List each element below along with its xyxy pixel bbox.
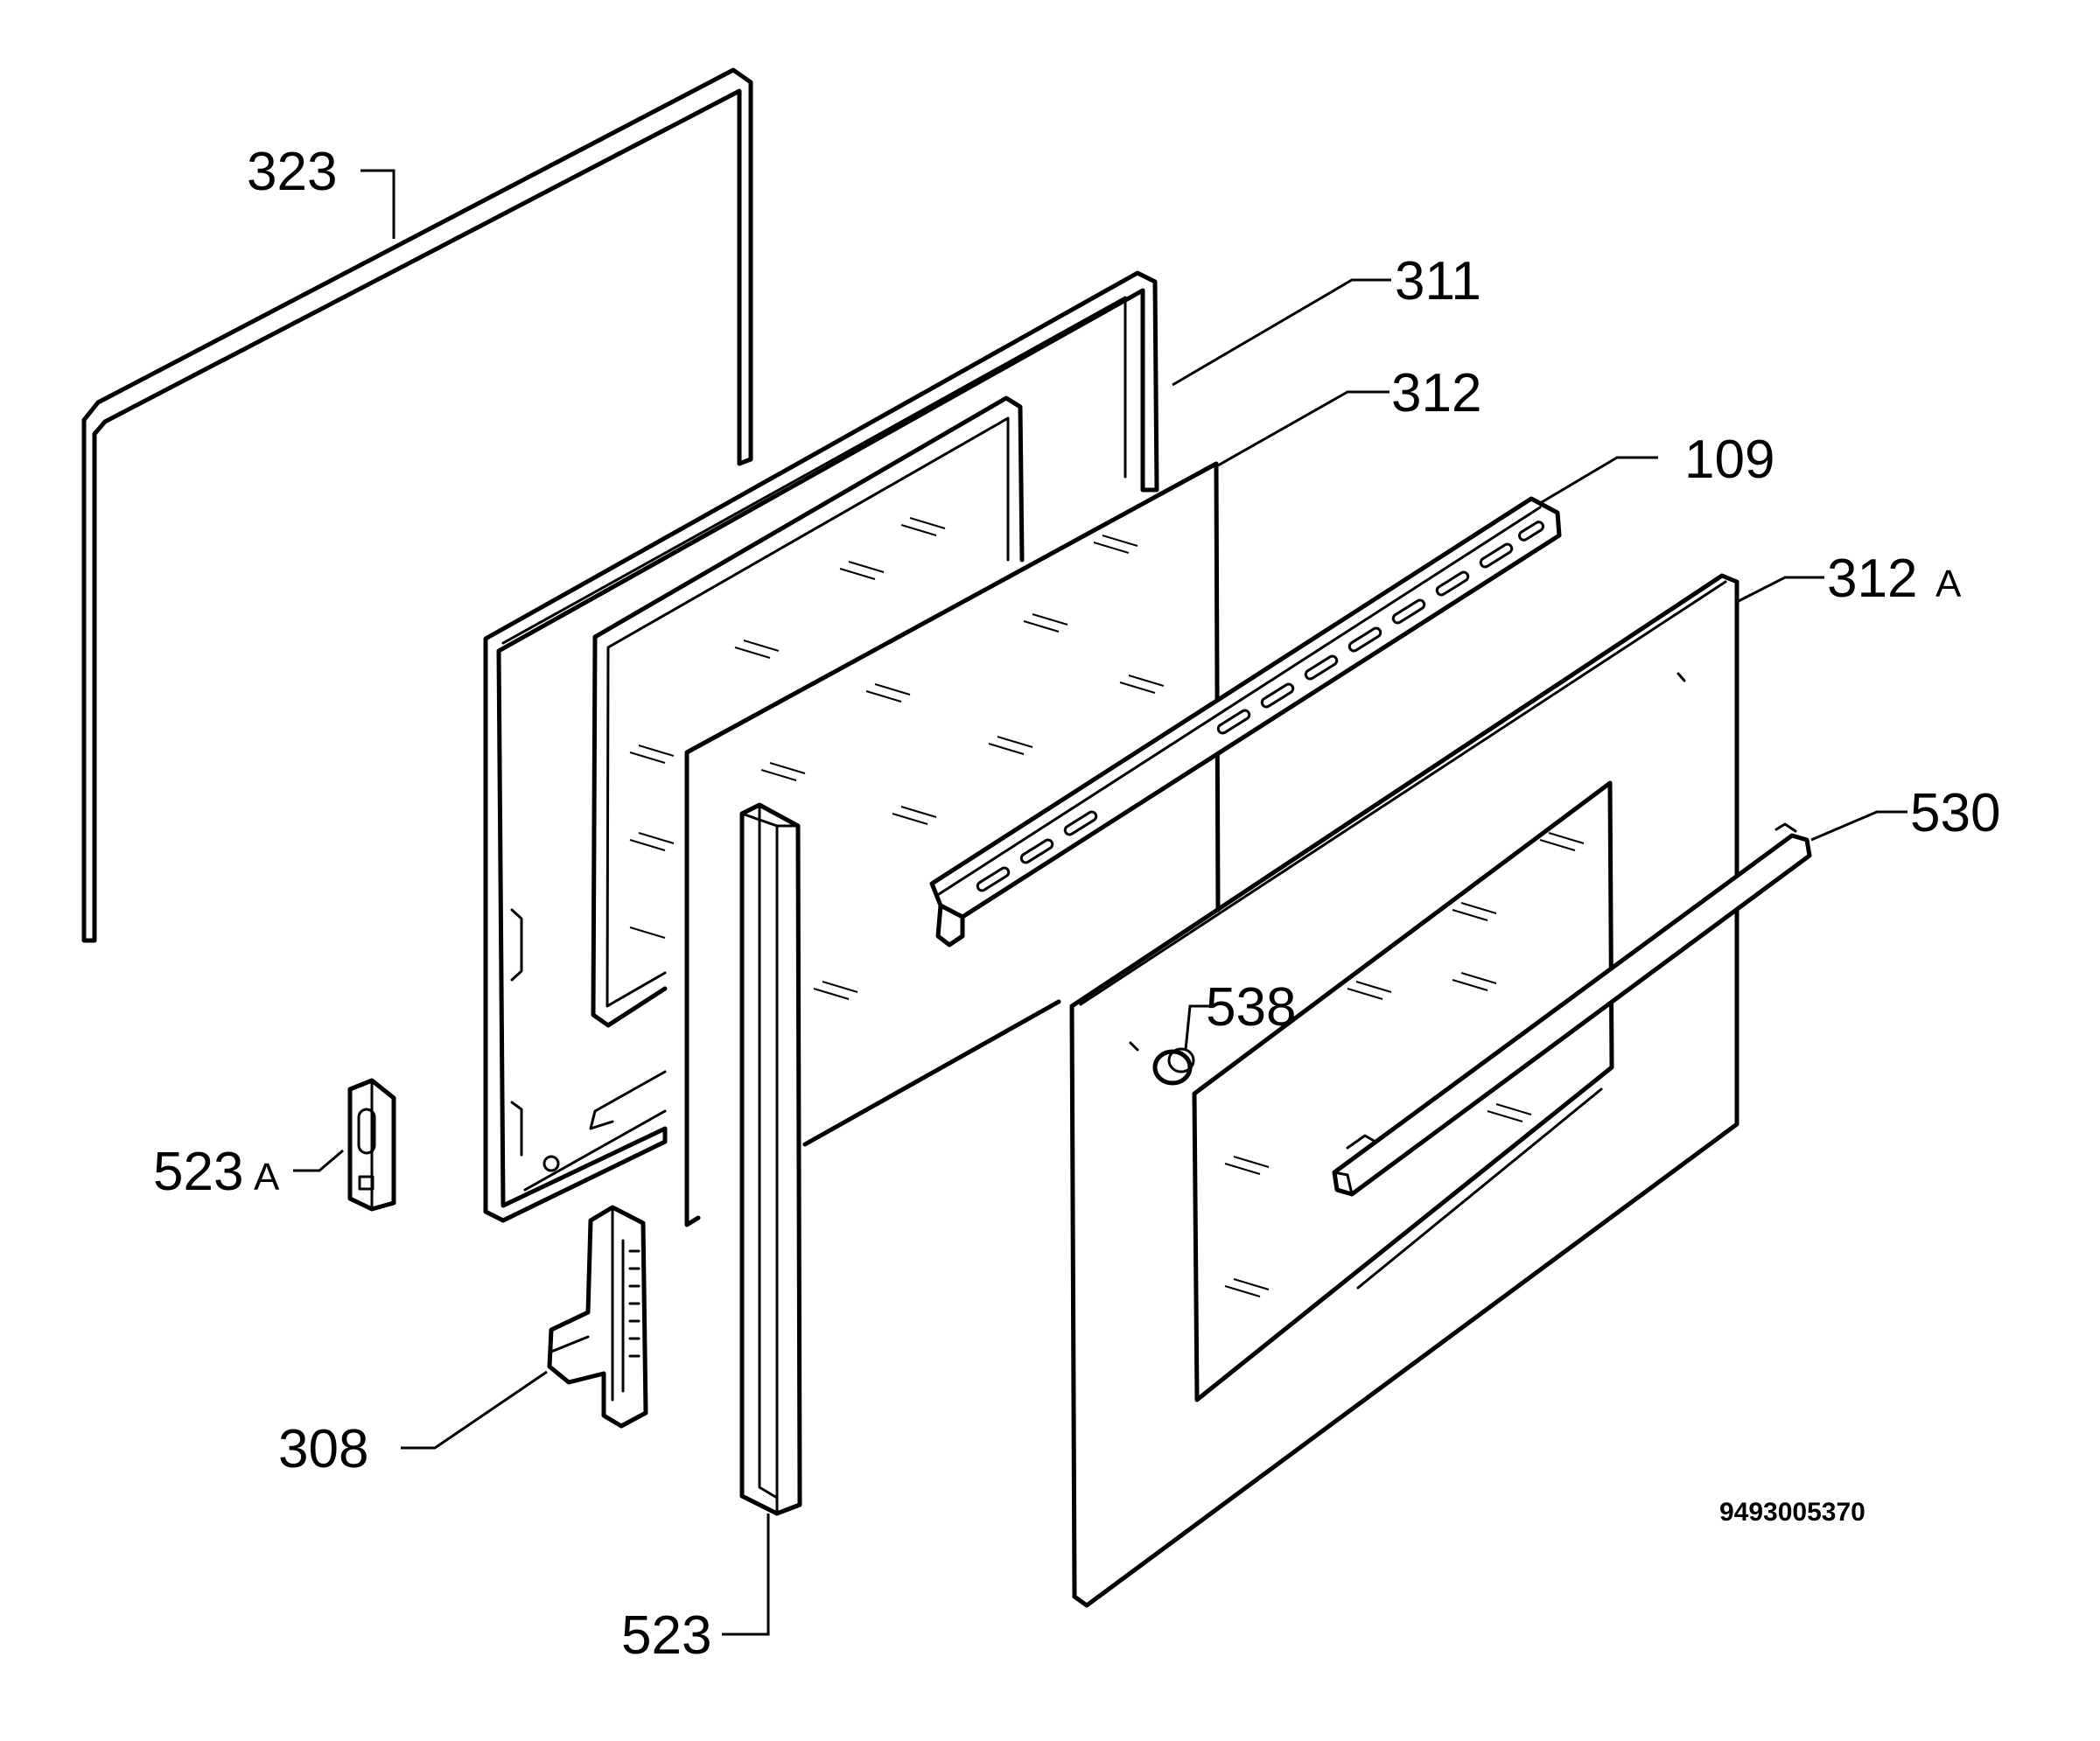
label-312: 312 xyxy=(1391,363,1481,423)
leader-lines xyxy=(293,169,1908,1636)
part-323-door-seal xyxy=(81,67,753,943)
part-530-handle xyxy=(1332,822,1812,1197)
label-523a-number: 523 xyxy=(153,1142,243,1202)
label-311: 311 xyxy=(1395,251,1481,311)
label-323: 323 xyxy=(247,142,337,202)
part-523a-clip xyxy=(347,1078,396,1212)
part-523-side-profile xyxy=(739,802,802,1516)
label-523: 523 xyxy=(621,1605,711,1666)
part-308-hinge xyxy=(547,1205,648,1429)
part-538-bushing xyxy=(1152,1047,1195,1086)
part-109-slotted-strip xyxy=(929,496,1562,947)
label-308: 308 xyxy=(278,1419,368,1479)
label-538: 538 xyxy=(1206,977,1296,1038)
label-523a-suffix: A xyxy=(254,1156,280,1199)
part-311-inner-frame xyxy=(483,270,1159,1223)
drawing-code: 9493005370 xyxy=(1719,1498,1866,1527)
label-109: 109 xyxy=(1684,430,1774,490)
part-312a-front-glass xyxy=(1069,573,1740,1608)
label-312a-suffix: A xyxy=(1936,563,1962,605)
part-312-glass-panel xyxy=(629,461,1221,1227)
label-530: 530 xyxy=(1910,783,2000,843)
label-312a-number: 312 xyxy=(1827,549,1917,609)
